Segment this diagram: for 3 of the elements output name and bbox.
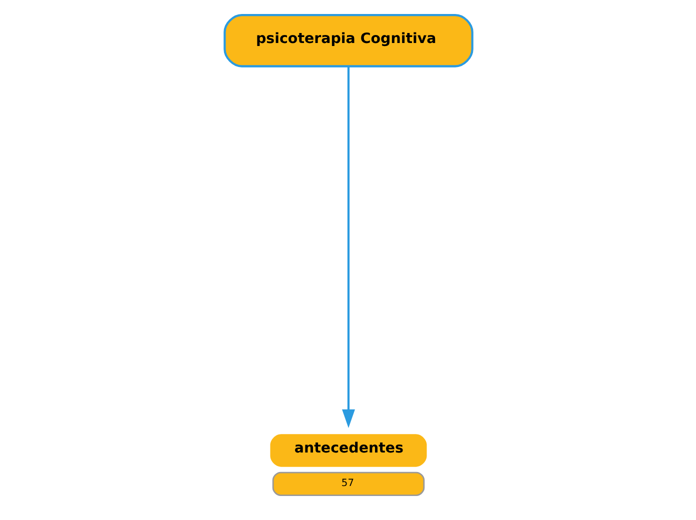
node-box: psicoterapia Cognitiva — [223, 13, 473, 67]
arrow — [342, 66, 354, 428]
node-label: 57 — [340, 478, 354, 489]
